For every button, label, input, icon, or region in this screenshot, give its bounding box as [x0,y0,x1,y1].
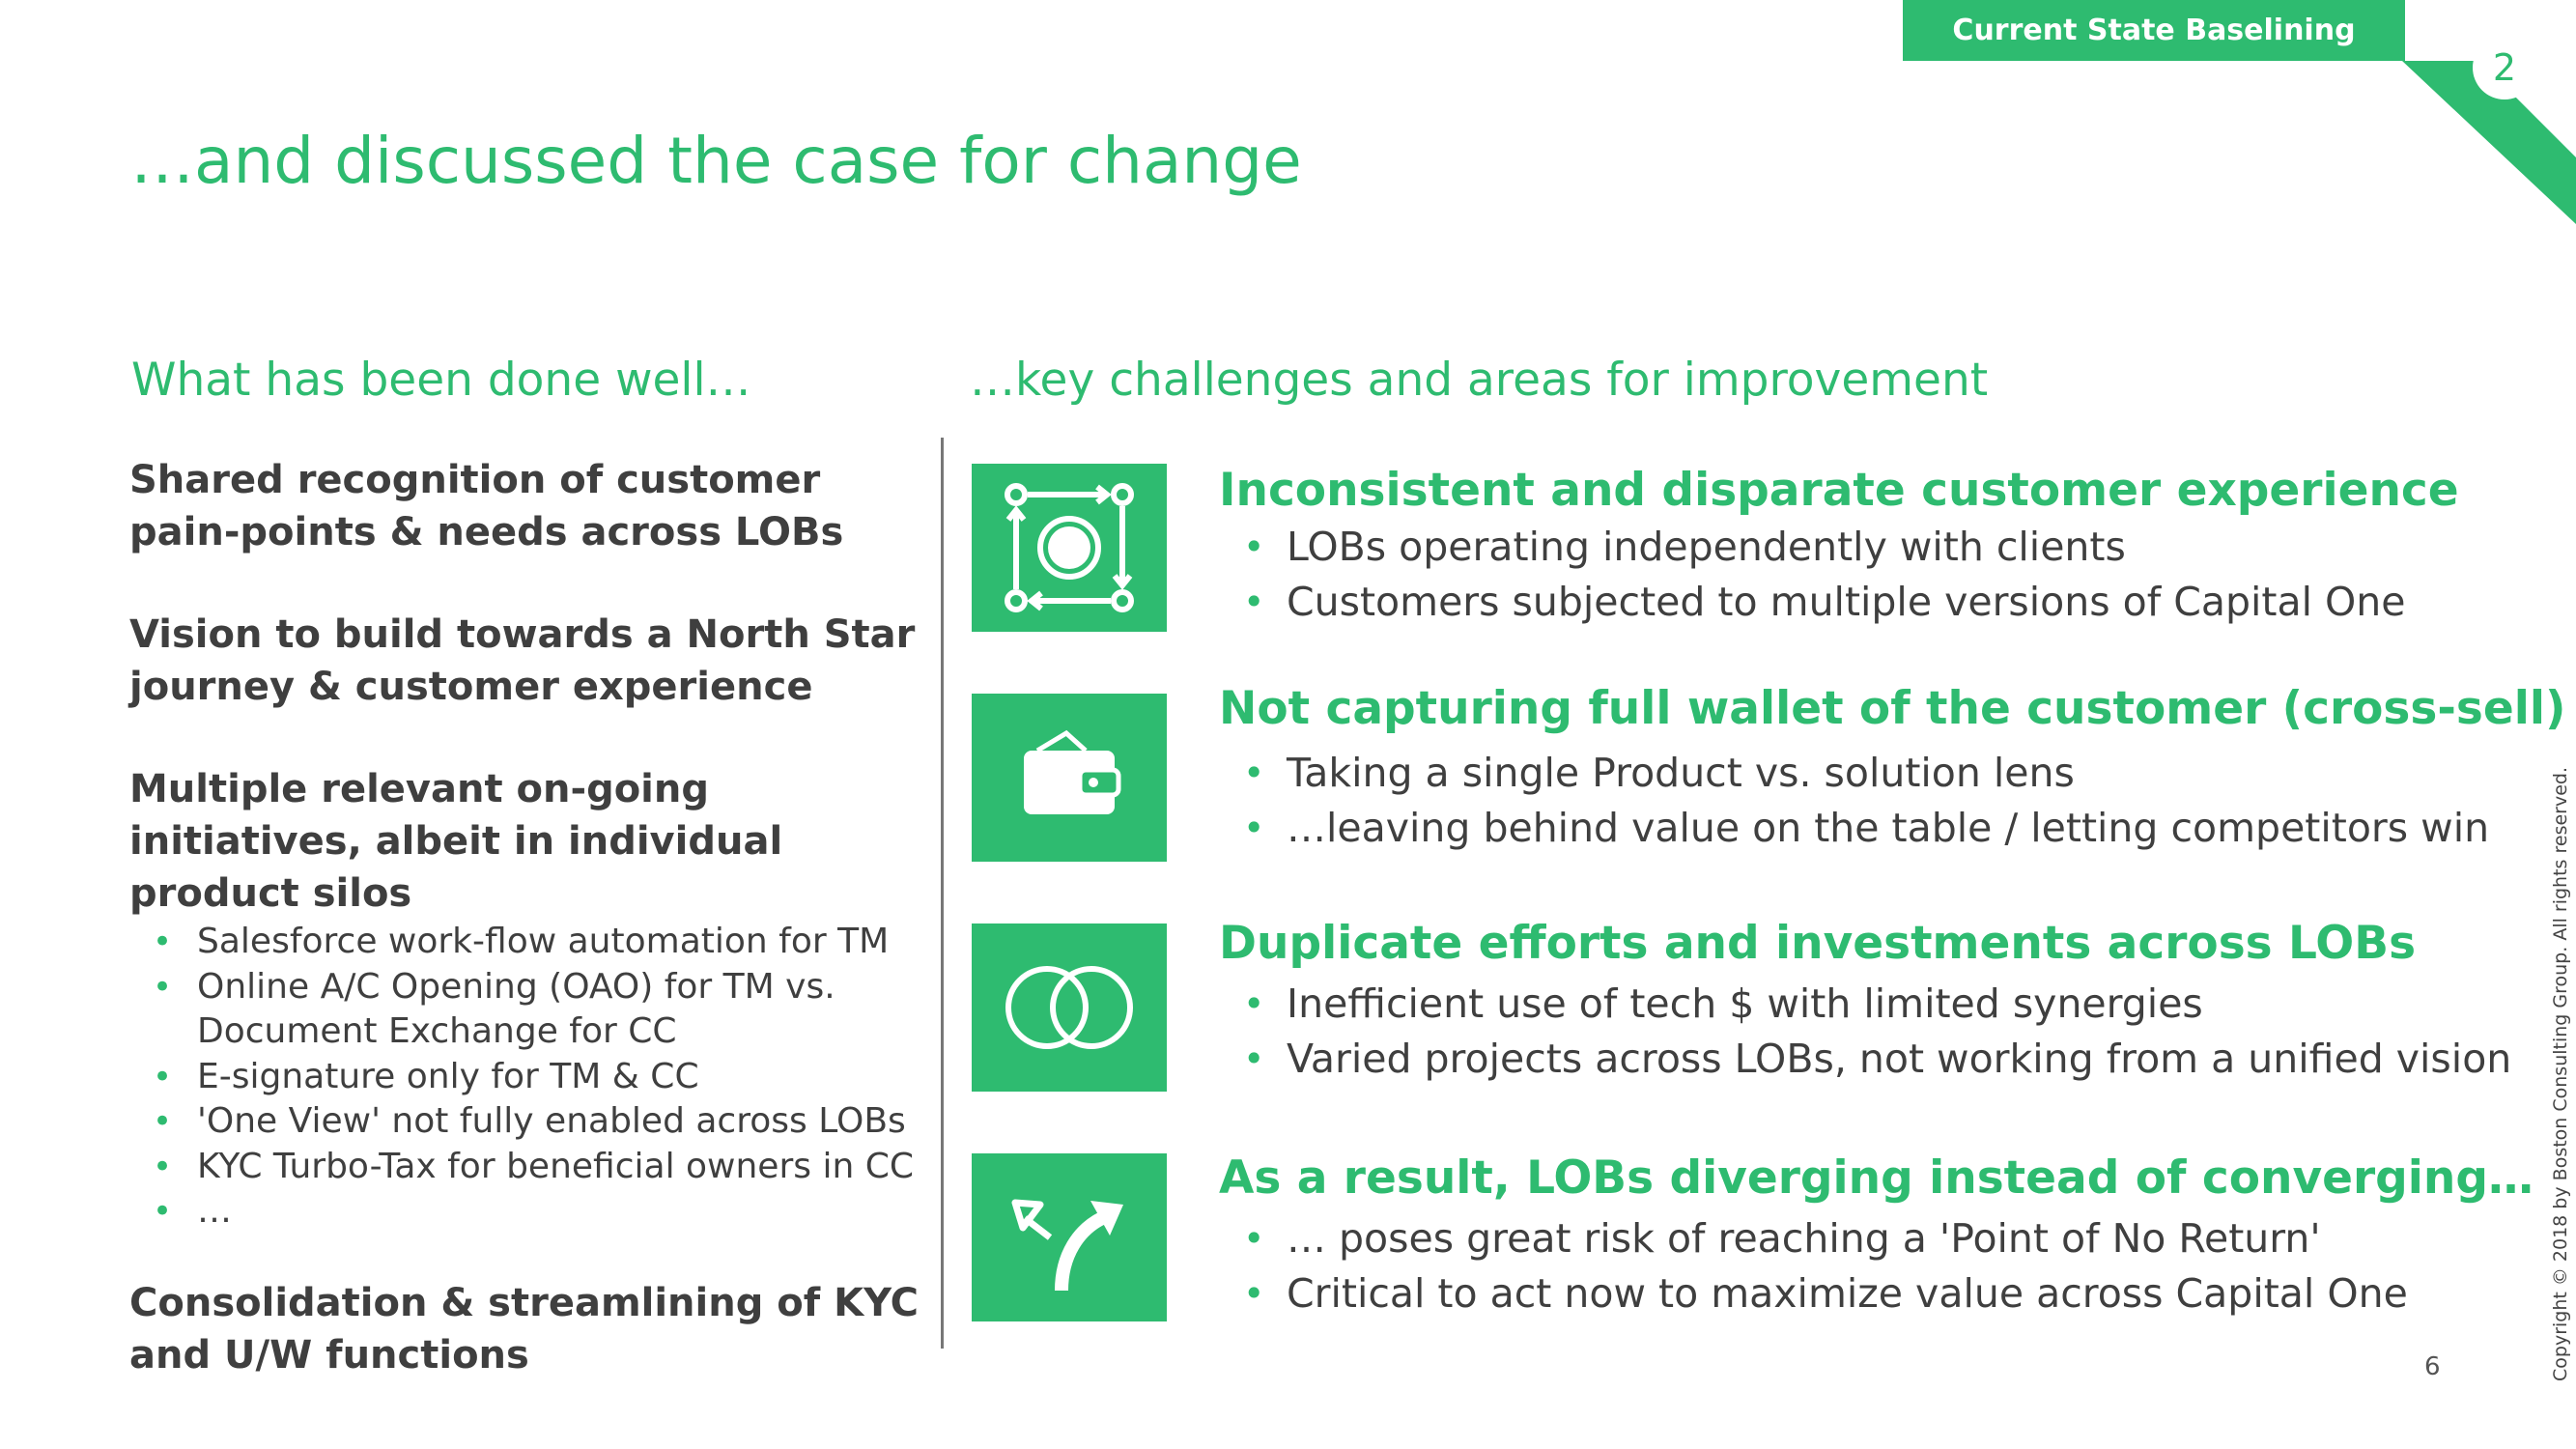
initiative-item: 'One View' not fully enabled across LOBs [129,1099,931,1145]
wallet-icon [972,694,1167,862]
initiative-item: … [129,1189,931,1235]
overlapping-circles-icon [972,923,1167,1092]
done-well-list: Shared recognition of customer pain-poin… [129,454,931,1381]
challenge-bullet: …leaving behind value on the table / let… [1219,801,2533,856]
initiative-item: E-signature only for TM & CC [129,1055,931,1100]
done-well-item: Multiple relevant on-going initiatives, … [129,767,783,916]
challenge-block: As a result, LOBs diverging instead of c… [1219,1150,2534,1321]
challenge-title: Duplicate efforts and investments across… [1219,917,2417,970]
challenge-bullet: Inefficient use of tech $ with limited s… [1219,977,2533,1032]
diverging-arrows-icon [972,1153,1167,1321]
copyright-notice: Copyright © 2018 by Boston Consulting Gr… [2550,766,2571,1381]
corner-triangle-decoration [2402,61,2576,224]
done-well-item: Shared recognition of customer pain-poin… [129,458,844,554]
done-well-item: Vision to build towards a North Star jou… [129,612,916,709]
section-number-badge: 2 [2473,36,2536,99]
done-well-item: Consolidation & streamlining of KYC and … [129,1280,919,1378]
challenge-bullet: Critical to act now to maximize value ac… [1219,1266,2533,1321]
challenge-bullet: Customers subjected to multiple versions… [1219,575,2533,630]
column-divider [941,438,944,1349]
page-title: …and discussed the case for change [130,124,1302,198]
right-column-heading: …key challenges and areas for improvemen… [970,354,1989,407]
experience-cycle-icon [972,464,1167,632]
challenge-title: Not capturing full wallet of the custome… [1219,682,2566,735]
challenge-block: Duplicate efforts and investments across… [1219,915,2533,1087]
challenge-title: Inconsistent and disparate customer expe… [1219,464,2459,517]
initiative-item: KYC Turbo-Tax for beneficial owners in C… [129,1145,931,1190]
initiatives-sublist: Salesforce work-flow automation for TM O… [129,920,931,1235]
page-number: 6 [2424,1352,2441,1381]
challenge-bullet: … poses great risk of reaching a 'Point … [1219,1211,2533,1266]
challenge-bullet: Taking a single Product vs. solution len… [1219,746,2533,801]
challenge-block: Inconsistent and disparate customer expe… [1219,462,2533,630]
challenge-title: As a result, LOBs diverging instead of c… [1219,1151,2534,1205]
initiative-item: Salesforce work-flow automation for TM [129,920,931,965]
initiative-item: Online A/C Opening (OAO) for TM vs. Docu… [129,965,931,1055]
challenge-bullet: LOBs operating independently with client… [1219,520,2533,575]
challenge-block: Not capturing full wallet of the custome… [1219,680,2566,856]
left-column-heading: What has been done well… [131,354,751,407]
section-tag: Current State Baselining [1903,0,2405,61]
challenge-bullet: Varied projects across LOBs, not working… [1219,1032,2533,1087]
